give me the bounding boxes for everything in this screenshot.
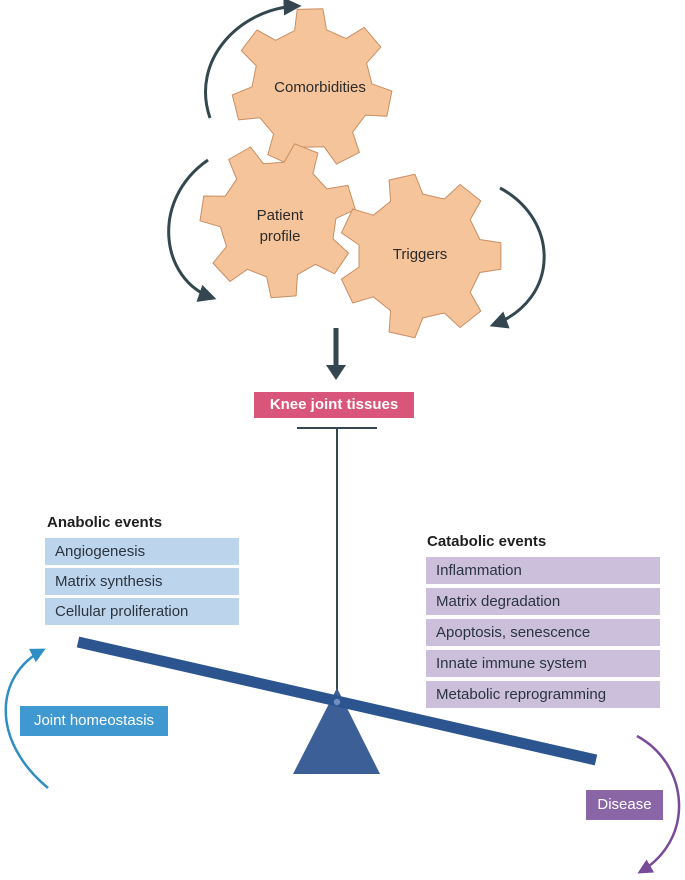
gear-label-patient-line2: profile	[259, 228, 301, 245]
pivot	[332, 697, 342, 707]
cycle-arrow-top	[204, 0, 302, 119]
down-arrow-head	[326, 365, 346, 380]
gear-label-patient-line1: Patient	[256, 207, 304, 224]
gears-group	[199, 8, 502, 339]
gear-label-patient-profile: Patient profile	[225, 205, 335, 247]
anabolic-item: Cellular proliferation	[45, 598, 239, 625]
gear-patient-profile	[199, 143, 356, 299]
joint-homeostasis-label: Joint homeostasis	[20, 706, 168, 736]
disease-arrow	[636, 734, 681, 874]
anabolic-item: Angiogenesis	[45, 538, 239, 565]
anabolic-item: Matrix synthesis	[45, 568, 239, 595]
disease-label: Disease	[586, 790, 663, 820]
gear-label-comorbidities: Comorbidities	[274, 79, 366, 96]
gear-triggers	[340, 173, 502, 339]
gear-label-triggers: Triggers	[392, 246, 448, 263]
gear-comorbidities	[231, 8, 393, 166]
catabolic-heading: Catabolic events	[427, 533, 547, 550]
catabolic-item: Matrix degradation	[426, 588, 660, 615]
anabolic-heading: Anabolic events	[47, 514, 163, 531]
cycle-arrow-right	[489, 186, 546, 329]
fulcrum	[293, 688, 380, 774]
knee-joint-tissues-label: Knee joint tissues	[254, 392, 414, 418]
catabolic-item: Metabolic reprogramming	[426, 681, 660, 708]
catabolic-item: Inflammation	[426, 557, 660, 584]
cycle-arrow-left	[167, 158, 217, 302]
catabolic-item: Apoptosis, senescence	[426, 619, 660, 646]
catabolic-item: Innate immune system	[426, 650, 660, 677]
homeostasis-arrow	[4, 648, 49, 789]
